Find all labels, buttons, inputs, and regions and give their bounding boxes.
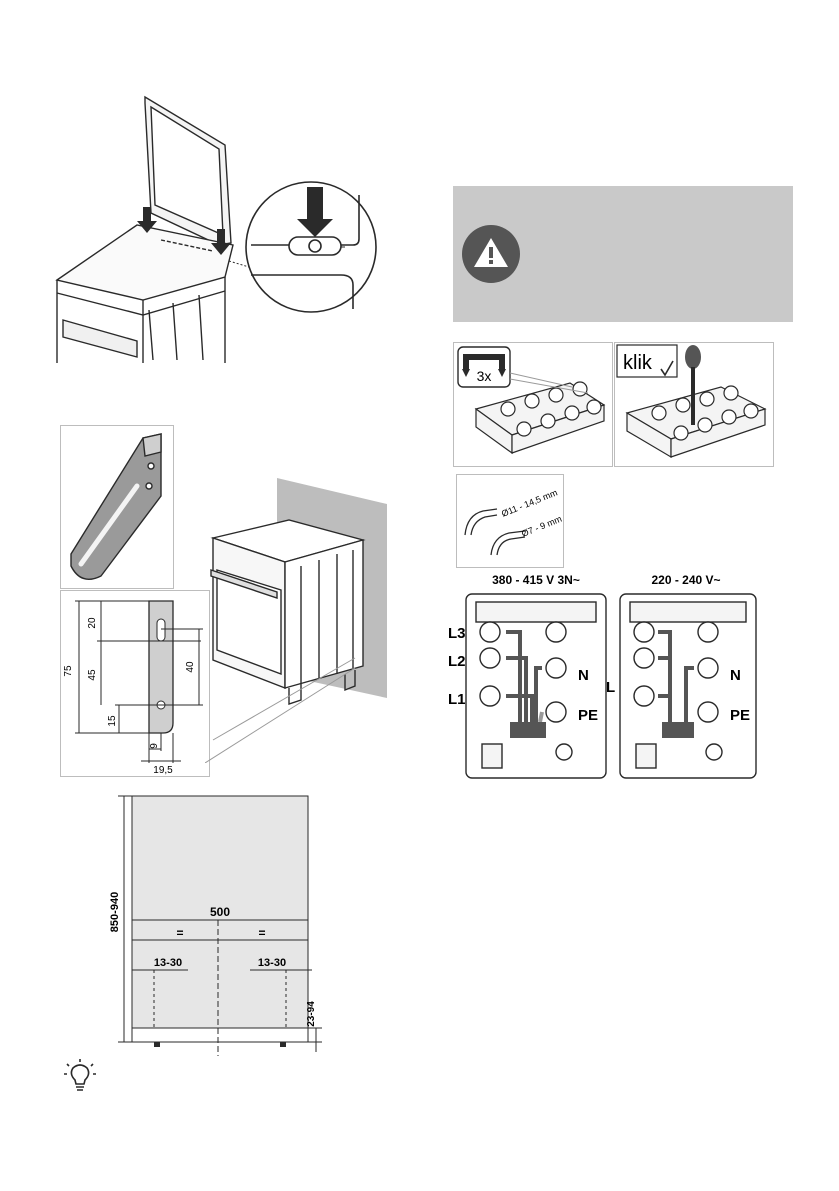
wiring-svg: 380 - 415 V 3N~ L3 L2 L1 N PE 220 - 240 … (448, 573, 757, 779)
dim-equal-left: = (176, 926, 183, 940)
dim-45: 45 (87, 669, 98, 681)
arrow-down-icon (297, 187, 333, 237)
dim-19-5: 19,5 (153, 765, 173, 776)
lid-installation-svg (55, 95, 377, 363)
cable-small-label: Ø7 - 9 mm (520, 514, 563, 539)
cooker-wall-svg (204, 478, 387, 764)
dim-offset-right: 13-30 (258, 957, 286, 969)
arrow-down-icon (211, 229, 231, 255)
cooker-front-svg: 850-940 500 = = 13-30 13-30 23-94 (109, 795, 322, 1056)
label-pe-three-phase: PE (578, 707, 598, 724)
label-n-three-phase: N (578, 667, 589, 684)
wiring-diagrams: 380 - 415 V 3N~ L3 L2 L1 N PE 220 - 240 … (446, 572, 780, 782)
dim-20: 20 (87, 617, 98, 629)
arrow-down-icon (137, 207, 157, 233)
terminal-loop-step: 3x (453, 342, 613, 467)
cable-large-label: Ø11 - 14,5 mm (500, 487, 559, 519)
single-phase-title: 220 - 240 V~ (651, 573, 720, 587)
warning-icon (462, 225, 520, 283)
dim-offset-left: 13-30 (154, 957, 182, 969)
bracket-3d-svg (70, 433, 162, 580)
terminal-click-step: klik (614, 342, 774, 467)
dim-width: 500 (210, 905, 230, 919)
label-l3: L3 (448, 625, 466, 642)
dim-40: 40 (185, 661, 196, 673)
click-label: klik (623, 352, 653, 374)
bracket-dimension-svg: 75 20 45 15 40 9 19,5 (63, 600, 203, 776)
dim-foot: 23-94 (306, 1001, 317, 1027)
cooker-wall-mount-figure (204, 478, 390, 764)
cooker-front-dimension-figure: 850-940 500 = = 13-30 13-30 23-94 (109, 792, 325, 1060)
cable-diameter-svg: Ø11 - 14,5 mm Ø7 - 9 mm (464, 487, 563, 556)
screwdriver-icon (685, 345, 701, 425)
lid-installation-figure (53, 95, 383, 365)
dim-equal-right: = (258, 926, 265, 940)
label-l1: L1 (448, 691, 466, 708)
terminal-loop-svg: 3x (457, 346, 606, 455)
label-n-single-phase: N (730, 667, 741, 684)
three-phase-title: 380 - 415 V 3N~ (492, 573, 580, 587)
label-l-single-phase: L (606, 679, 615, 696)
dim-75: 75 (63, 665, 74, 677)
dim-height: 850-940 (110, 892, 121, 932)
label-l2: L2 (448, 653, 466, 670)
cable-diameter-view: Ø11 - 14,5 mm Ø7 - 9 mm (456, 474, 564, 568)
dim-9: 9 (149, 743, 160, 749)
label-pe-single-phase: PE (730, 707, 750, 724)
anti-tip-bracket-view (60, 425, 174, 589)
light-bulb-icon (62, 1058, 98, 1094)
dim-15: 15 (107, 715, 118, 727)
loop-count-label: 3x (477, 368, 492, 384)
terminal-click-svg: klik (616, 344, 767, 459)
bracket-dimension-view: 75 20 45 15 40 9 19,5 (60, 590, 210, 777)
